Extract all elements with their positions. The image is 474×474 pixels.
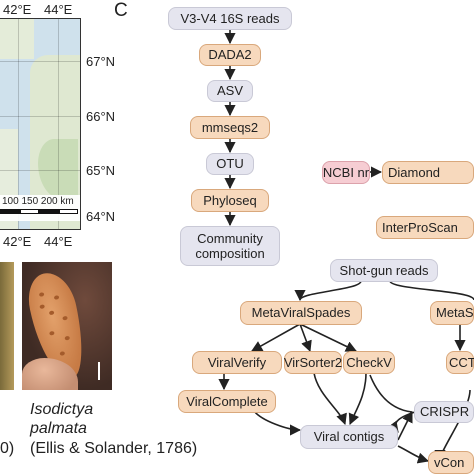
edge-mvs-to-virsorter2: [299, 323, 312, 353]
map-scalebar-background: [0, 195, 80, 221]
edge-virsorter2-to-viralcontigs: [313, 372, 347, 426]
edge-crispr-to-viralcontigs: [387, 411, 416, 433]
map-lon-label-top-2: 44°E: [44, 2, 73, 17]
edge-viralcomplete-to-viralcontigs: [253, 410, 302, 436]
panel-label-c: C: [114, 0, 128, 21]
edge-mvs-to-checkv: [299, 323, 358, 352]
edge-mvs-to-viralverify: [251, 323, 301, 352]
map-scalebar: [0, 209, 78, 214]
map-lon-label-bottom-1: 42°E: [3, 234, 32, 249]
map-lat-label-66: 66°N: [86, 109, 116, 124]
node-viralverify: ViralVerify: [192, 351, 282, 374]
node-ncbi-nr: NCBI nr: [322, 161, 370, 184]
node-otu: OTU: [206, 153, 254, 175]
map-lat-label-65: 65°N: [86, 163, 116, 178]
cropped-caption-fragment: 0): [0, 440, 15, 457]
node-dada2: DADA2: [199, 44, 261, 66]
node-community-composition: Community composition: [180, 226, 280, 266]
node-vcontact-partial: vCon: [428, 451, 474, 474]
node-viralcomplete: ViralComplete: [178, 390, 276, 413]
sponge-photo-cropped: [0, 262, 14, 390]
map-lon-label-top-1: 42°E: [3, 2, 32, 17]
edge-viralcontigs-to-vcontact: [397, 445, 430, 464]
species-name-line1: Isodictya: [30, 401, 94, 418]
node-diamond: Diamond: [382, 161, 474, 184]
node-asv: ASV: [207, 80, 253, 102]
edge-shotgun-to-metaviralspades: [294, 280, 362, 302]
edge-checkv-to-viralcontigs: [348, 372, 367, 426]
edge-viralcontigs-to-crispr: [397, 410, 413, 441]
node-metaviralspades: MetaViralSpades: [240, 301, 362, 325]
species-name-line2: palmata: [30, 420, 87, 437]
node-metaspades-partial: MetaS: [430, 301, 474, 325]
node-shotgun-reads: Shot-gun reads: [330, 259, 438, 282]
node-virsorter2: VirSorter2: [284, 351, 342, 374]
map-lat-label-67: 67°N: [86, 54, 116, 69]
sponge-photo: [22, 262, 112, 390]
map-scale-label: 100 150 200 km: [2, 196, 74, 207]
species-authority: (Ellis & Solander, 1786): [30, 440, 198, 457]
node-viral-contigs: Viral contigs: [300, 425, 398, 449]
node-crispr-partial: CRISPR: [414, 401, 474, 423]
node-16s-reads: V3-V4 16S reads: [168, 7, 292, 30]
edge-checkv-to-crispr: [369, 374, 413, 413]
edge-shotgun-to-metas: [389, 280, 474, 301]
map-lon-label-bottom-2: 44°E: [44, 234, 73, 249]
node-mmseqs2: mmseqs2: [190, 116, 270, 139]
node-cctyper-partial: CCT: [446, 351, 474, 374]
map-lat-label-64: 64°N: [86, 209, 116, 224]
node-phyloseq: Phyloseq: [191, 189, 269, 212]
node-interproscan: InterProScan: [376, 216, 474, 239]
node-checkv: CheckV: [343, 351, 395, 374]
